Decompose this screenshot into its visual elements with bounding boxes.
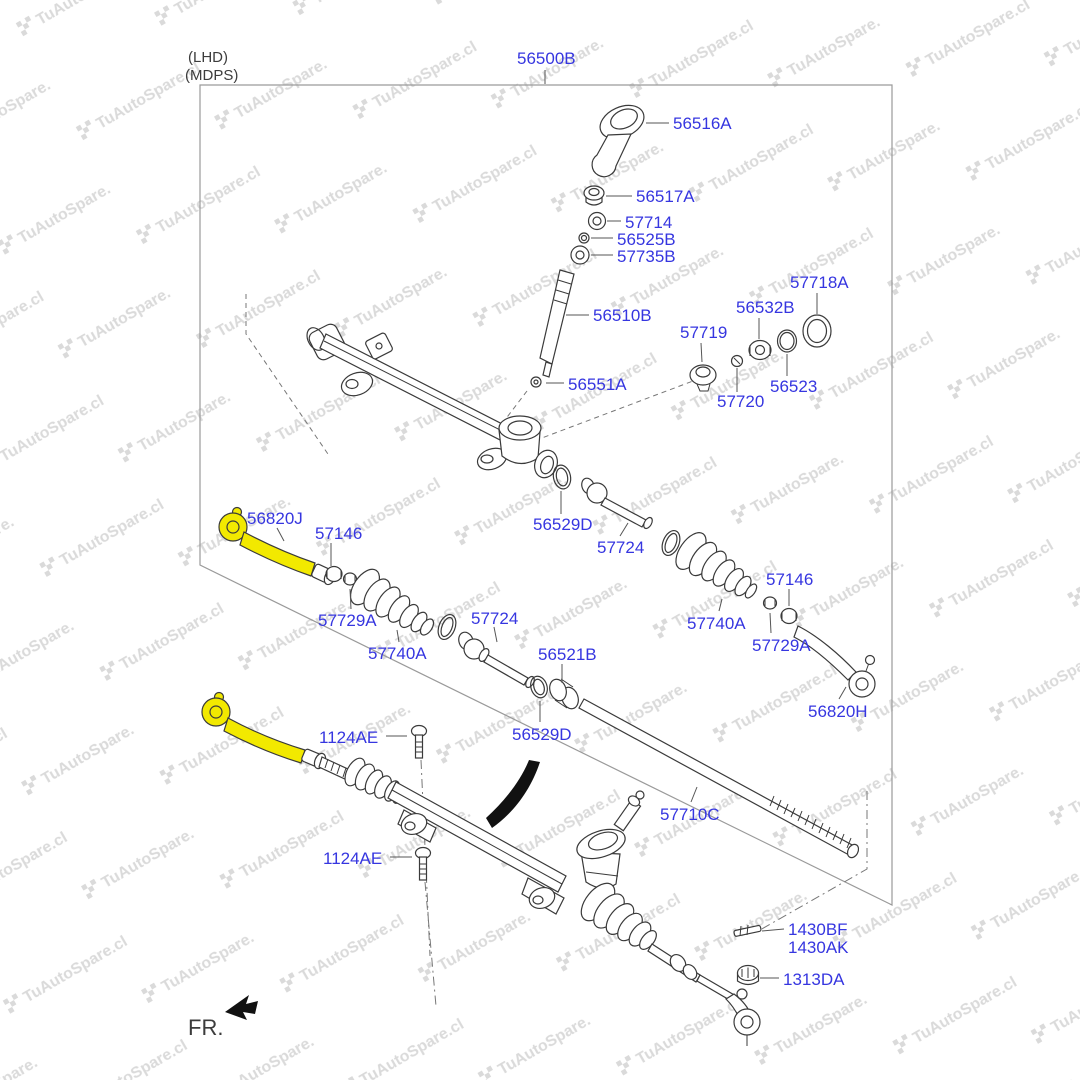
part-label-57729A: 57729A xyxy=(318,611,377,630)
part-label-57720: 57720 xyxy=(717,392,764,411)
valve-pinion-assembly-lower xyxy=(576,790,645,889)
bushing-56521b xyxy=(549,678,579,710)
bellows-boot-lower-right xyxy=(580,882,657,950)
rack-bar-57710c xyxy=(578,698,860,859)
nut-1313da xyxy=(736,964,760,986)
leader-line-57724 xyxy=(619,522,629,537)
snap-ring-56523 xyxy=(776,329,798,353)
washer-57714 xyxy=(587,211,607,231)
part-label-1313DA: 1313DA xyxy=(783,970,845,989)
nut-57146-right xyxy=(780,607,798,625)
part-label-56517A: 56517A xyxy=(636,187,695,206)
leader-line-57729A xyxy=(349,588,352,610)
grommet-57719 xyxy=(689,364,717,392)
bushing-56517a xyxy=(583,185,605,206)
part-label-56523: 56523 xyxy=(770,377,817,396)
part-label-1124AE: 1124AE xyxy=(323,849,382,868)
boot-clamp-right xyxy=(661,529,681,557)
nut-56532b xyxy=(748,339,772,361)
inner-tie-rod-57724-left xyxy=(458,631,535,689)
leader-line-57710C xyxy=(690,786,698,803)
lower-assembled-unit xyxy=(201,691,762,1046)
part-label-1124AE: 1124AE xyxy=(319,728,378,747)
bellows-boot-lower-left xyxy=(344,757,406,804)
part-label-56529D: 56529D xyxy=(512,725,572,744)
part-label-57718A: 57718A xyxy=(790,273,849,292)
washer-57735b xyxy=(570,245,590,265)
assembly-boundary-box xyxy=(199,84,893,906)
part-label-57735B: 57735B xyxy=(617,247,676,266)
part-label-56510B: 56510B xyxy=(593,306,652,325)
pinion-shaft-56510b xyxy=(539,269,575,378)
mount-bolt-1124ae-lower xyxy=(414,846,432,881)
leader-line-1430BF xyxy=(761,928,785,932)
part-label-56521B: 56521B xyxy=(538,645,597,664)
part-label-56532B: 56532B xyxy=(736,298,795,317)
leader-line-57729A xyxy=(769,612,772,634)
leader-line-57740A xyxy=(396,629,400,643)
part-label-57146: 57146 xyxy=(315,524,362,543)
cap-57718a xyxy=(802,314,832,348)
part-label-57719: 57719 xyxy=(680,323,727,342)
part-label-57724: 57724 xyxy=(471,609,518,628)
lock-nut-57729a-left xyxy=(342,572,358,586)
part-label-56516A: 56516A xyxy=(673,114,732,133)
leader-line-57724 xyxy=(493,626,498,643)
note-mdps: (MDPS) xyxy=(185,67,238,84)
part-label-56525B: 56525B xyxy=(617,230,676,249)
snap-ring-56529d-lower xyxy=(530,675,548,699)
part-label-56500B: 56500B xyxy=(517,49,576,68)
column-joint-56516a xyxy=(591,104,645,178)
part-label-57740A: 57740A xyxy=(687,614,746,633)
part-label-56820H: 56820H xyxy=(808,702,868,721)
part-label-57724: 57724 xyxy=(597,538,644,557)
part-label-56820J: 56820J xyxy=(247,509,303,528)
bellows-boot-57740a-left xyxy=(349,568,435,636)
part-label-57146: 57146 xyxy=(766,570,813,589)
direction-swoosh xyxy=(486,760,540,828)
part-label-56529D: 56529D xyxy=(533,515,593,534)
snap-ring-56529d-upper xyxy=(552,464,572,490)
screw-57720 xyxy=(730,354,744,368)
lock-nut-57729a-right xyxy=(762,596,778,610)
pin-56551a xyxy=(530,376,542,388)
gear-housing-lower xyxy=(387,781,567,915)
tie-rod-end-56820j-highlighted xyxy=(218,506,337,586)
fr-direction-arrow-icon xyxy=(225,995,258,1020)
gear-housing-upper xyxy=(306,323,558,479)
part-label-1430BF: 1430BF xyxy=(788,920,848,939)
inner-tie-rod-57724-upper xyxy=(581,477,653,530)
boot-clamp-left xyxy=(437,613,457,641)
pin-1430bf xyxy=(733,924,762,937)
tie-rod-lower-right xyxy=(647,943,761,1046)
nut-57146-left xyxy=(325,565,343,583)
part-label-57714: 57714 xyxy=(625,213,672,232)
leader-line-56820J xyxy=(276,527,285,542)
leader-line-57740A xyxy=(718,598,723,612)
part-label-57710C: 57710C xyxy=(660,805,720,824)
fr-label: FR. xyxy=(188,1015,223,1040)
leader-line-57719 xyxy=(700,342,703,363)
part-label-1430AK: 1430AK xyxy=(788,938,849,957)
note-lhd: (LHD) xyxy=(188,49,228,66)
leader-line-56820H xyxy=(838,686,847,700)
part-label-57729A: 57729A xyxy=(752,636,811,655)
upper-exploded-assembly xyxy=(218,104,876,859)
tie-rod-end-56820h xyxy=(793,625,876,698)
mount-bolt-1124ae-upper xyxy=(410,724,428,759)
part-label-57740A: 57740A xyxy=(368,644,427,663)
part-label-56551A: 56551A xyxy=(568,375,627,394)
bellows-boot-57740a-right xyxy=(675,532,758,599)
ring-56525b xyxy=(578,232,590,244)
